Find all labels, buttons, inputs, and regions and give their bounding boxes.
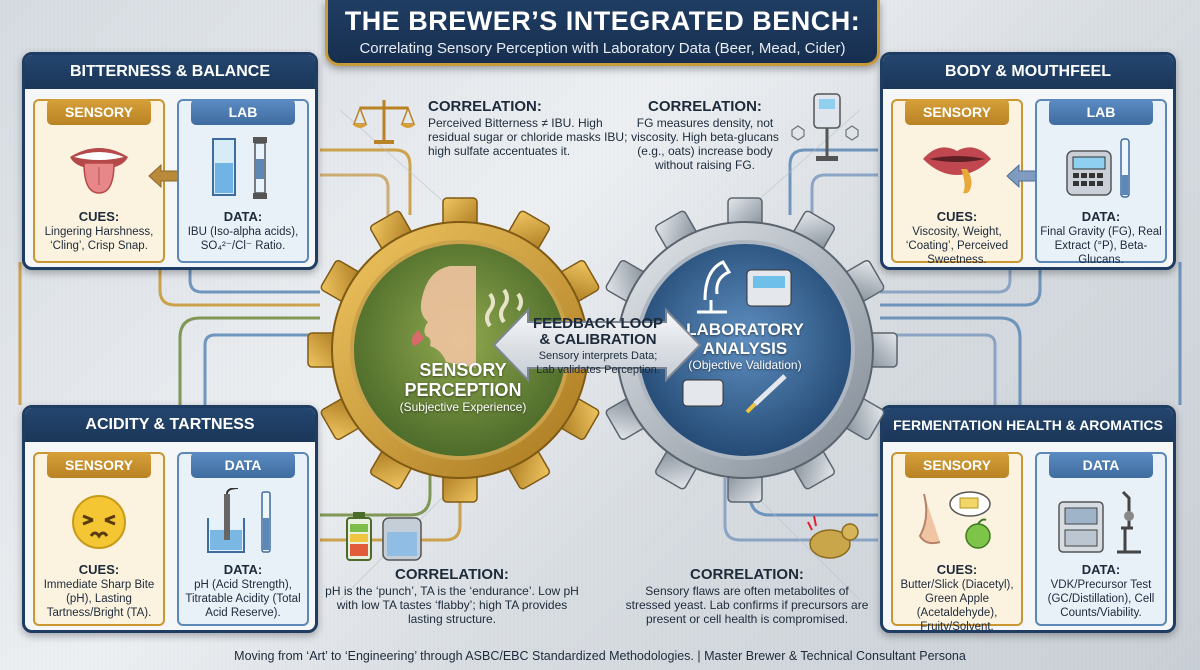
sensory-box: SENSORY CUES: Lingering Harshness, ‘Clin… [33, 99, 165, 263]
sensory-box: SENSORY CUES: Butter/Slick (Diacetyl), G… [891, 452, 1023, 630]
feedback-line-2: Lab validates Perception. [536, 364, 660, 376]
lab-box: LAB DATA: IBU (Iso-alpha acids), SO₄²⁻/C… [177, 99, 309, 263]
cues-text: Viscosity, Weight, ‘Coating’, Perceived … [905, 226, 1009, 266]
data-heading: DATA: [223, 209, 263, 224]
lab-gear-title-2: ANALYSIS [702, 339, 788, 358]
microscope-icon [697, 260, 732, 314]
lab-gear-label: LABORATORY ANALYSIS (Objective Validatio… [650, 320, 840, 372]
density-meter-icon [1066, 138, 1130, 198]
scales-icon [352, 100, 416, 144]
tongue-icon [70, 148, 128, 194]
feedback-title-1: FEEDBACK LOOP [532, 315, 663, 332]
page-subtitle: Correlating Sensory Perception with Labo… [359, 40, 846, 57]
sensory-box: SENSORY CUES: Viscosity, Weight, ‘Coatin… [891, 99, 1023, 266]
data-text: IBU (Iso-alpha acids), SO₄²⁻/Cl⁻ Ratio. [187, 226, 299, 252]
double-arrow-icon [492, 307, 702, 383]
lab-gear-subtitle: (Objective Validation) [688, 358, 802, 372]
sensory-label: SENSORY [905, 452, 1009, 478]
lab-box: LAB DATA: Final Gravity (FG), Real Extra… [1035, 99, 1167, 266]
lab-box: DATA DATA: pH (Acid Strength), Titratabl… [177, 452, 309, 626]
sour-face-icon [72, 495, 126, 549]
feedback-line-1: Sensory interprets Data; [538, 350, 658, 362]
page-title: THE BREWER’S INTEGRATED BENCH: [344, 6, 861, 36]
sensory-box: SENSORY CUES: Immediate Sharp Bite (pH),… [33, 452, 165, 626]
sensory-gear-title-1: SENSORY [419, 360, 507, 380]
sensory-label: SENSORY [47, 452, 151, 478]
correlation-heading: CORRELATION: [690, 566, 804, 583]
lab-label: LAB [1049, 99, 1153, 125]
sensory-label: SENSORY [905, 99, 1009, 125]
ph-meter-icon [207, 488, 271, 553]
sensory-gear-title-2: PERCEPTION [404, 380, 522, 400]
correlation-acidity: CORRELATION: pH is the ‘punch’, TA is th… [322, 566, 582, 626]
data-label: DATA [1049, 452, 1153, 478]
panel-title: BITTERNESS & BALANCE [25, 55, 315, 89]
sensory-gear-label: SENSORY PERCEPTION (Subjective Experienc… [368, 360, 558, 414]
lab-gear-title-1: LABORATORY [686, 320, 804, 339]
sensory-gear-subtitle: (Subjective Experience) [399, 400, 527, 414]
data-heading: DATA: [1081, 562, 1121, 577]
stressed-yeast-icon [807, 515, 859, 559]
data-label: DATA [191, 452, 295, 478]
title-banner: THE BREWER’S INTEGRATED BENCH: Correlati… [325, 0, 880, 66]
cues-heading: CUES: [78, 209, 120, 224]
correlation-bitterness: CORRELATION: Perceived Bitterness ≠ IBU.… [428, 98, 638, 158]
data-text: Final Gravity (FG), Real Extract (°P), B… [1040, 226, 1162, 266]
panel-fermentation-health: FERMENTATION HEALTH & AROMATICS SENSORY … [880, 405, 1176, 633]
data-heading: DATA: [1081, 209, 1121, 224]
cuvette-icon [212, 137, 267, 199]
lab-box: DATA DATA: VDK/Precursor Test (GC/Distil… [1035, 452, 1167, 626]
footer-text: Moving from ‘Art’ to ‘Engineering’ throu… [234, 649, 966, 663]
correlation-text: pH is the ‘punch’, TA is the ‘endurance’… [325, 584, 579, 626]
data-heading: DATA: [223, 562, 263, 577]
panel-body-mouthfeel: BODY & MOUTHFEEL SENSORY CUES: Viscosity… [880, 52, 1176, 270]
correlation-heading: CORRELATION: [428, 98, 542, 115]
correlation-fermentation: CORRELATION: Sensory flaws are often met… [622, 566, 872, 626]
feedback-text: FEEDBACK LOOP & CALIBRATION Sensory inte… [530, 315, 666, 377]
data-text: pH (Acid Strength), Titratable Acidity (… [185, 579, 301, 619]
battery-icon [346, 512, 422, 561]
panel-title: FERMENTATION HEALTH & AROMATICS [883, 408, 1173, 442]
cues-text: Butter/Slick (Diacetyl), Green Apple (Ac… [900, 579, 1014, 633]
correlation-body: CORRELATION: FG measures density, not vi… [630, 98, 780, 172]
spectrophotometer-icon [682, 379, 724, 407]
cues-text: Immediate Sharp Bite (pH), Lasting Tartn… [43, 579, 155, 619]
face-profile-icon [411, 266, 523, 368]
cues-heading: CUES: [936, 562, 978, 577]
cues-heading: CUES: [78, 562, 120, 577]
panel-title: BODY & MOUTHFEEL [883, 55, 1173, 89]
correlation-heading: CORRELATION: [648, 98, 762, 115]
correlation-text: FG measures density, not viscosity. High… [631, 116, 779, 172]
gas-chromatograph-icon [1058, 490, 1141, 554]
correlation-text: Perceived Bitterness ≠ IBU. High residua… [428, 116, 628, 158]
lab-label: LAB [191, 99, 295, 125]
correlation-heading: CORRELATION: [395, 566, 509, 583]
panel-acidity-tartness: ACIDITY & TARTNESS SENSORY CUES: Immedia… [22, 405, 318, 633]
cues-heading: CUES: [936, 209, 978, 224]
sensory-gear [307, 197, 613, 503]
panel-bitterness-balance: BITTERNESS & BALANCE SENSORY CUES: Linge… [22, 52, 318, 270]
analyzer-icon [746, 269, 792, 307]
feedback-loop-arrow: FEEDBACK LOOP & CALIBRATION Sensory inte… [492, 306, 702, 384]
probe-icon [745, 374, 787, 414]
hydrometer-icon [791, 93, 859, 161]
nose-icon [918, 491, 991, 549]
data-text: VDK/Precursor Test (GC/Distillation), Ce… [1047, 579, 1155, 619]
feedback-title-2: & CALIBRATION [539, 331, 657, 348]
lips-icon [923, 147, 991, 194]
cues-text: Lingering Harshness, ‘Cling’, Crisp Snap… [44, 226, 154, 252]
panel-title: ACIDITY & TARTNESS [25, 408, 315, 442]
correlation-text: Sensory flaws are often metabolites of s… [625, 584, 869, 626]
sensory-label: SENSORY [47, 99, 151, 125]
